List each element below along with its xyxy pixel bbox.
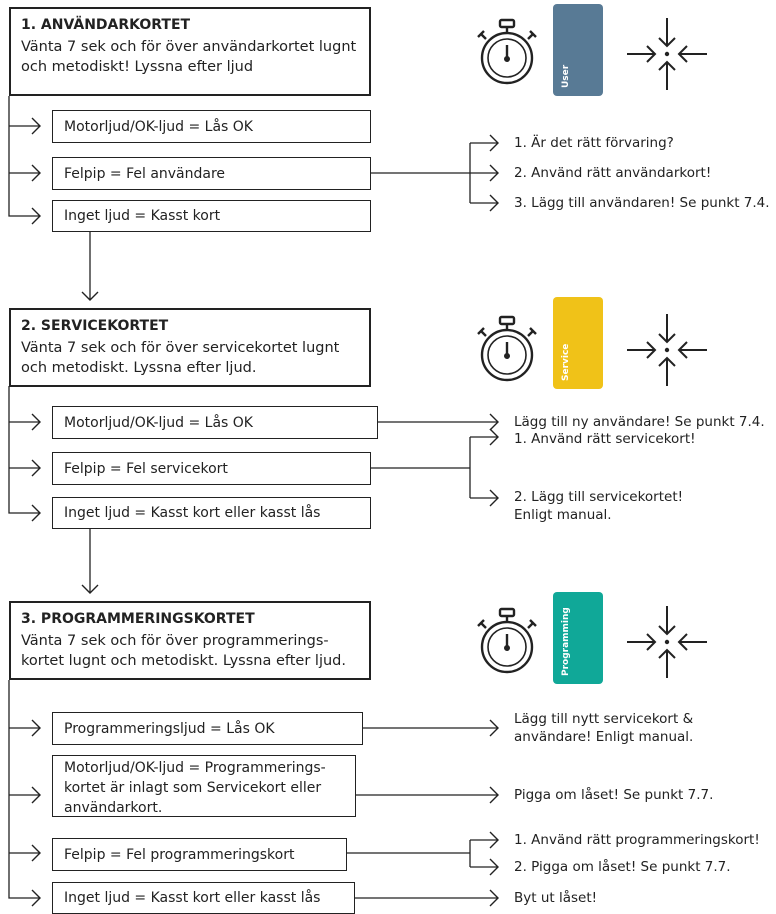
stopwatch-icon — [477, 315, 537, 382]
stopwatch-icon — [477, 18, 537, 85]
section-2-result-3: 2. Lägg till servicekortet! — [514, 489, 684, 505]
section-3-result-1b: användare! Enligt manual. — [514, 729, 694, 745]
section-3-title: 3. PROGRAMMERINGSKORTET — [21, 611, 255, 627]
section-3-desc-line1: Vänta 7 sek och för över programmerings- — [21, 633, 329, 649]
section-1-title: 1. ANVÄNDARKORTET — [21, 17, 191, 33]
section-2-option-ok: Motorljud/OK-ljud = Lås OK — [52, 406, 378, 439]
section-1-option-ok: Motorljud/OK-ljud = Lås OK — [52, 110, 371, 143]
section-2-header: 2. SERVICEKORTET Vänta 7 sek och för öve… — [9, 308, 371, 387]
section-1-option-error-beep: Felpip = Fel användare — [52, 157, 371, 190]
section-2-option-no-sound: Inget ljud = Kasst kort eller kasst lås — [52, 497, 371, 529]
section-1-result-3: 3. Lägg till användaren! Se punkt 7.4. — [514, 195, 770, 211]
section-1-desc-line1: Vänta 7 sek och för över användarkortet … — [21, 39, 357, 55]
programming-card-icon: Programming — [553, 592, 603, 684]
section-3-header: 3. PROGRAMMERINGSKORTET Vänta 7 sek och … — [9, 601, 371, 680]
section-2-result-3b: Enligt manual. — [514, 507, 612, 523]
section-2-result-1: Lägg till ny användare! Se punkt 7.4. — [514, 414, 765, 430]
tap-target-icon — [627, 314, 707, 386]
section-3-result-5: Byt ut låset! — [514, 890, 598, 906]
section-3-result-1: Lägg till nytt servicekort & — [514, 711, 694, 727]
section-1-option-no-sound: Inget ljud = Kasst kort — [52, 200, 371, 232]
section-1-result-2: 2. Använd rätt användarkort! — [514, 165, 712, 181]
section-3-option-error-beep: Felpip = Fel programmeringskort — [52, 838, 347, 871]
section-1-desc-line2: och metodiskt! Lyssna efter ljud — [21, 59, 254, 75]
section-3-result-4: 2. Pigga om låset! Se punkt 7.7. — [514, 859, 731, 875]
service-card-icon: Service — [553, 297, 603, 389]
section-3-option-no-sound: Inget ljud = Kasst kort eller kasst lås — [52, 882, 355, 914]
section-2-title: 2. SERVICEKORTET — [21, 318, 169, 334]
tap-target-icon — [627, 18, 707, 90]
user-card-icon: User — [553, 4, 603, 96]
section-3-option-programming-sound: Programmeringsljud = Lås OK — [52, 712, 363, 745]
section-1-result-1: 1. Är det rätt förvaring? — [514, 135, 674, 151]
section-3-desc-line2: kortet lugnt och metodiskt. Lyssna efter… — [21, 653, 346, 669]
section-2-desc-line1: Vänta 7 sek och för över servicekortet l… — [21, 340, 340, 356]
tap-target-icon — [627, 606, 707, 678]
section-1-header: 1. ANVÄNDARKORTET Vänta 7 sek och för öv… — [9, 7, 371, 96]
section-2-option-error-beep: Felpip = Fel servicekort — [52, 452, 371, 485]
section-2-desc-line2: och metodiskt. Lyssna efter ljud. — [21, 360, 257, 376]
stopwatch-icon — [477, 607, 537, 674]
section-3-result-2: Pigga om låset! Se punkt 7.7. — [514, 787, 714, 803]
section-2-result-2: 1. Använd rätt servicekort! — [514, 431, 696, 447]
section-3-result-3: 1. Använd rätt programmeringskort! — [514, 832, 760, 848]
section-3-option-motor-sound: Motorljud/OK-ljud = Programmerings- kort… — [52, 755, 356, 817]
